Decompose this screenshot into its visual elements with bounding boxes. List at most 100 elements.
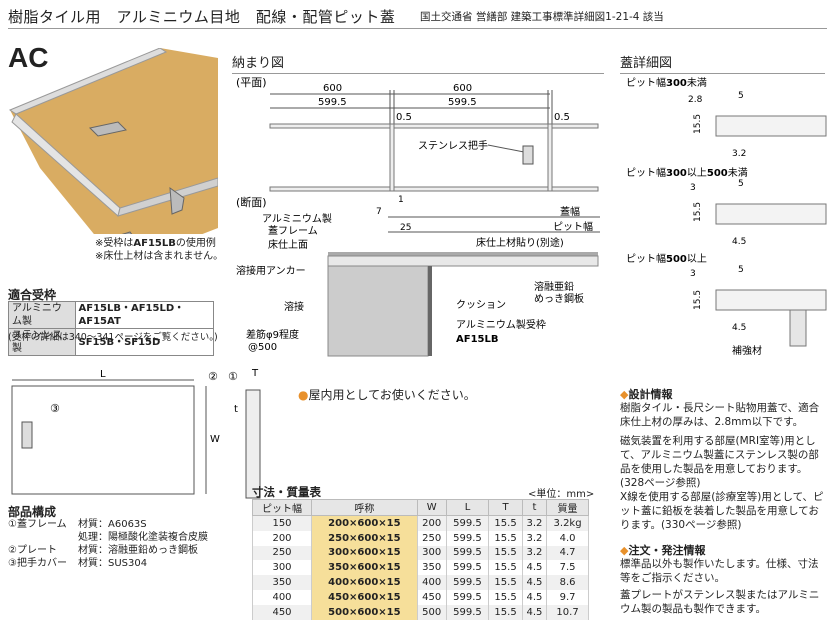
photo-anchor bbox=[121, 231, 133, 234]
svg-text:599.5: 599.5 bbox=[448, 97, 477, 108]
table-unit: <単位：mm> bbox=[528, 489, 595, 500]
parts-list: ①蓋フレーム材質：A6063S 処理：陽極酸化塗装複合皮膜 ②プレート材質：溶融… bbox=[8, 518, 208, 570]
svg-text:0.5: 0.5 bbox=[396, 112, 412, 123]
svg-text:4.5: 4.5 bbox=[732, 323, 746, 333]
svg-text:床仕上面: 床仕上面 bbox=[268, 238, 308, 251]
svg-text:15.5: 15.5 bbox=[693, 202, 703, 222]
fit-concrete bbox=[327, 265, 429, 357]
svg-text:アルミニウム製受枠: アルミニウム製受枠 bbox=[456, 318, 546, 331]
svg-text:差筋φ9程度: 差筋φ9程度 bbox=[246, 328, 299, 341]
svg-text:溶接: 溶接 bbox=[284, 300, 304, 313]
svg-text:めっき鋼板: めっき鋼板 bbox=[534, 292, 584, 305]
svg-text:溶接用アンカー: 溶接用アンカー bbox=[236, 264, 306, 277]
dims-side-profile bbox=[245, 389, 261, 499]
photo-frame-top bbox=[8, 48, 168, 115]
photo-bracket bbox=[169, 186, 185, 215]
photo-handle bbox=[88, 121, 128, 137]
page-header: 樹脂タイル用 アルミニウム目地 配線・配管ピット蓋 国土交通省 営繕部 建築工事… bbox=[8, 6, 827, 29]
svg-text:3: 3 bbox=[690, 183, 696, 193]
svg-text:ピット幅500以上: ピット幅500以上 bbox=[626, 252, 707, 265]
svg-text:L: L bbox=[100, 369, 106, 380]
svg-text:600: 600 bbox=[453, 83, 472, 94]
svg-text:15.5: 15.5 bbox=[693, 290, 703, 310]
svg-text:7: 7 bbox=[376, 207, 382, 217]
compat-note: (受枠の詳細は340〜341ページをご覧ください。) bbox=[8, 332, 218, 343]
svg-text:3: 3 bbox=[690, 269, 696, 279]
product-photo bbox=[8, 48, 218, 234]
photo-note-1: ※受枠はAF15LBの使用例 bbox=[95, 238, 216, 249]
fit-lid-section bbox=[327, 255, 599, 267]
svg-text:ステンレス把手: ステンレス把手 bbox=[418, 139, 488, 152]
svg-text:600: 600 bbox=[323, 83, 342, 94]
svg-text:(断面): (断面) bbox=[236, 195, 267, 209]
svg-text:ピット幅: ピット幅 bbox=[553, 220, 593, 233]
svg-text:15.5: 15.5 bbox=[693, 114, 703, 134]
svg-text:蓋フレーム: 蓋フレーム bbox=[268, 225, 318, 237]
page-title: 樹脂タイル用 アルミニウム目地 配線・配管ピット蓋 bbox=[8, 8, 396, 26]
svg-text:@500: @500 bbox=[248, 342, 277, 353]
lid-detail-drawing: ピット幅300未満 2.8 5 15.5 3.2 ピット幅300以上500未満 … bbox=[626, 76, 827, 357]
photo-frame-bottom bbox=[117, 177, 218, 217]
order-p1: 標準品以外も製作いたします。仕様、寸法等をご指示ください。 bbox=[620, 558, 819, 584]
svg-text:(平面): (平面) bbox=[236, 76, 267, 89]
product-code: AC bbox=[8, 42, 49, 73]
svg-text:床仕上材貼り(別途): 床仕上材貼り(別途) bbox=[476, 236, 564, 249]
design-p3: X線を使用する部屋(診療室等)用として、ピット蓋に鉛板を装着した製品を用意してお… bbox=[620, 491, 824, 531]
svg-text:アルミニウム製: アルミニウム製 bbox=[262, 212, 332, 225]
svg-text:AF15LB: AF15LB bbox=[456, 334, 498, 345]
parts-row: ③把手カバー材質：SUS304 bbox=[8, 558, 148, 569]
svg-text:③: ③ bbox=[50, 402, 60, 415]
svg-text:ピット幅300未満: ピット幅300未満 bbox=[626, 76, 707, 89]
dims-drawing: L ③ W ② ① T t bbox=[11, 368, 261, 499]
dims-handle bbox=[21, 421, 33, 449]
svg-text:W: W bbox=[210, 434, 220, 445]
svg-text:2.8: 2.8 bbox=[688, 95, 703, 105]
svg-text:T: T bbox=[251, 368, 259, 379]
order-p2: 蓋プレートがステンレス製またはアルミニウム製の製品も製作できます。 bbox=[620, 589, 820, 615]
lid-profile-3 bbox=[715, 289, 827, 311]
standard-note: 国土交通省 営繕部 建築工事標準詳細図1-21-4 該当 bbox=[420, 11, 664, 23]
photo-note-2: ※床仕上材は含まれません。 bbox=[95, 251, 224, 262]
lid-detail-title: 蓋詳細図 bbox=[620, 52, 825, 74]
svg-text:0.5: 0.5 bbox=[554, 112, 570, 123]
indoor-note: ●屋内用としてお使いください。 bbox=[298, 388, 476, 402]
svg-text:599.5: 599.5 bbox=[318, 97, 347, 108]
design-p1: 樹脂タイル・長尺シート貼物用蓋で、適合床仕上材の厚みは、2.8mm以下です。 bbox=[620, 402, 820, 428]
svg-text:1: 1 bbox=[398, 195, 404, 205]
fit-title: 納まり図 bbox=[232, 52, 604, 74]
parts-row: 処理：陽極酸化塗装複合皮膜 bbox=[78, 532, 208, 543]
svg-text:5: 5 bbox=[738, 91, 744, 101]
fit-drawing: (平面) 600 600 599.5 599.5 0.5 0.5 ステンレス把手… bbox=[236, 76, 600, 357]
svg-text:補強材: 補強材 bbox=[732, 344, 762, 357]
svg-text:5: 5 bbox=[738, 179, 744, 189]
svg-text:25: 25 bbox=[400, 223, 411, 233]
reinforcement bbox=[789, 309, 807, 347]
svg-text:①: ① bbox=[228, 370, 238, 383]
svg-text:3.2: 3.2 bbox=[732, 149, 746, 159]
svg-text:5: 5 bbox=[738, 265, 744, 275]
svg-text:②: ② bbox=[208, 370, 218, 383]
fit-floor-line bbox=[328, 252, 598, 256]
order-title: ◆注文・発注情報 bbox=[620, 544, 706, 557]
svg-text:蓋幅: 蓋幅 bbox=[560, 205, 580, 218]
svg-text:溶融亜鉛: 溶融亜鉛 bbox=[534, 280, 574, 293]
design-p2: 磁気装置を利用する部屋(MRI室等)用として、アルミニウム製蓋にステンレス製の部… bbox=[620, 435, 819, 489]
parts-title: 部品構成 bbox=[8, 505, 57, 519]
parts-row: ①蓋フレーム材質：A6063S bbox=[8, 519, 147, 530]
table-title: 寸法・質量表 bbox=[252, 485, 321, 499]
lid-profile-2 bbox=[715, 203, 827, 225]
compat-title: 適合受枠 bbox=[8, 288, 57, 302]
svg-text:ピット幅300以上500未満: ピット幅300以上500未満 bbox=[626, 166, 748, 179]
parts-row: ②プレート材質：溶融亜鉛めっき鋼板 bbox=[8, 545, 198, 556]
